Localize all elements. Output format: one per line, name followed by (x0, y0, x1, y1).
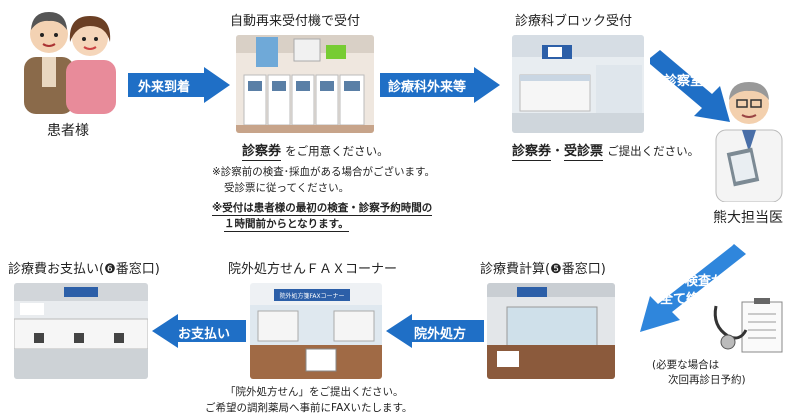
kiosk-note-2: 受診票に従ってください。 (224, 181, 349, 196)
doctor-label: 熊大担当医 (713, 207, 783, 227)
patient-label: 患者様 (47, 120, 89, 140)
pay-photo (14, 283, 148, 379)
doctor-illustration (706, 72, 792, 202)
pay-title: 診療費お支払い(❻番窓口) (8, 258, 160, 277)
arrow-department-label: 診療科外来等 (388, 76, 466, 95)
block-form-term: 受診票 (564, 144, 603, 161)
block-card-term: 診察券 (512, 144, 551, 161)
block-sep: ・ (551, 144, 564, 159)
kiosk-note-1: ※診察前の検査･採血がある場合がございます。 (212, 165, 435, 180)
kiosk-card-rest: をご用意ください。 (285, 144, 389, 158)
block-title: 診療科ブロック受付 (515, 10, 632, 29)
block-rest: ご提出ください。 (607, 144, 699, 158)
fax-sign: 院外処方箋FAXコーナー (275, 291, 349, 300)
arrow-done-line1: 診察や検査が (646, 270, 724, 289)
fax-note-2: ご希望の調剤薬局へ事前にFAXいたします。 (205, 401, 412, 416)
stethoscope-clipboard-illustration (710, 296, 790, 356)
arrow-arrival-label: 外来到着 (138, 76, 190, 95)
block-instruction: 診察券・受診票 ご提出ください。 (512, 140, 699, 159)
fax-note-1: 「院外処方せん」をご提出ください。 (225, 385, 404, 400)
arrow-pay: お支払い (152, 314, 246, 348)
arrow-arrival: 外来到着 (128, 67, 230, 103)
kiosk-instruction: 診察券 をご用意ください。 (242, 140, 389, 159)
arrow-department: 診療科外来等 (380, 67, 500, 103)
block-photo (512, 35, 644, 133)
kiosk-note-4: １時間前からとなります。 (224, 217, 349, 232)
fax-title: 院外処方せんＦＡＸコーナー (228, 258, 397, 277)
patients-illustration (20, 2, 120, 114)
arrow-exam-room-label: 診察室 (664, 70, 703, 89)
arrow-prescription: 院外処方 (386, 314, 484, 348)
arrow-done-line2: 全て終了 (660, 288, 712, 307)
kiosk-photo (236, 35, 374, 133)
note-next-line1: (必要な場合は (652, 358, 719, 373)
kiosk-note-3: ※受付は患者様の最初の検査・診察予約時間の (212, 201, 432, 216)
arrow-prescription-label: 院外処方 (414, 323, 466, 342)
note-next-line2: 次回再診日予約) (668, 373, 746, 388)
calc-title: 診療費計算(❺番窓口) (480, 258, 606, 277)
kiosk-card-term: 診察券 (242, 144, 281, 161)
calc-photo (487, 283, 615, 379)
kiosk-title: 自動再来受付機で受付 (230, 10, 360, 29)
arrow-pay-label: お支払い (178, 323, 230, 342)
fax-photo: 院外処方箋FAXコーナー (250, 283, 382, 379)
